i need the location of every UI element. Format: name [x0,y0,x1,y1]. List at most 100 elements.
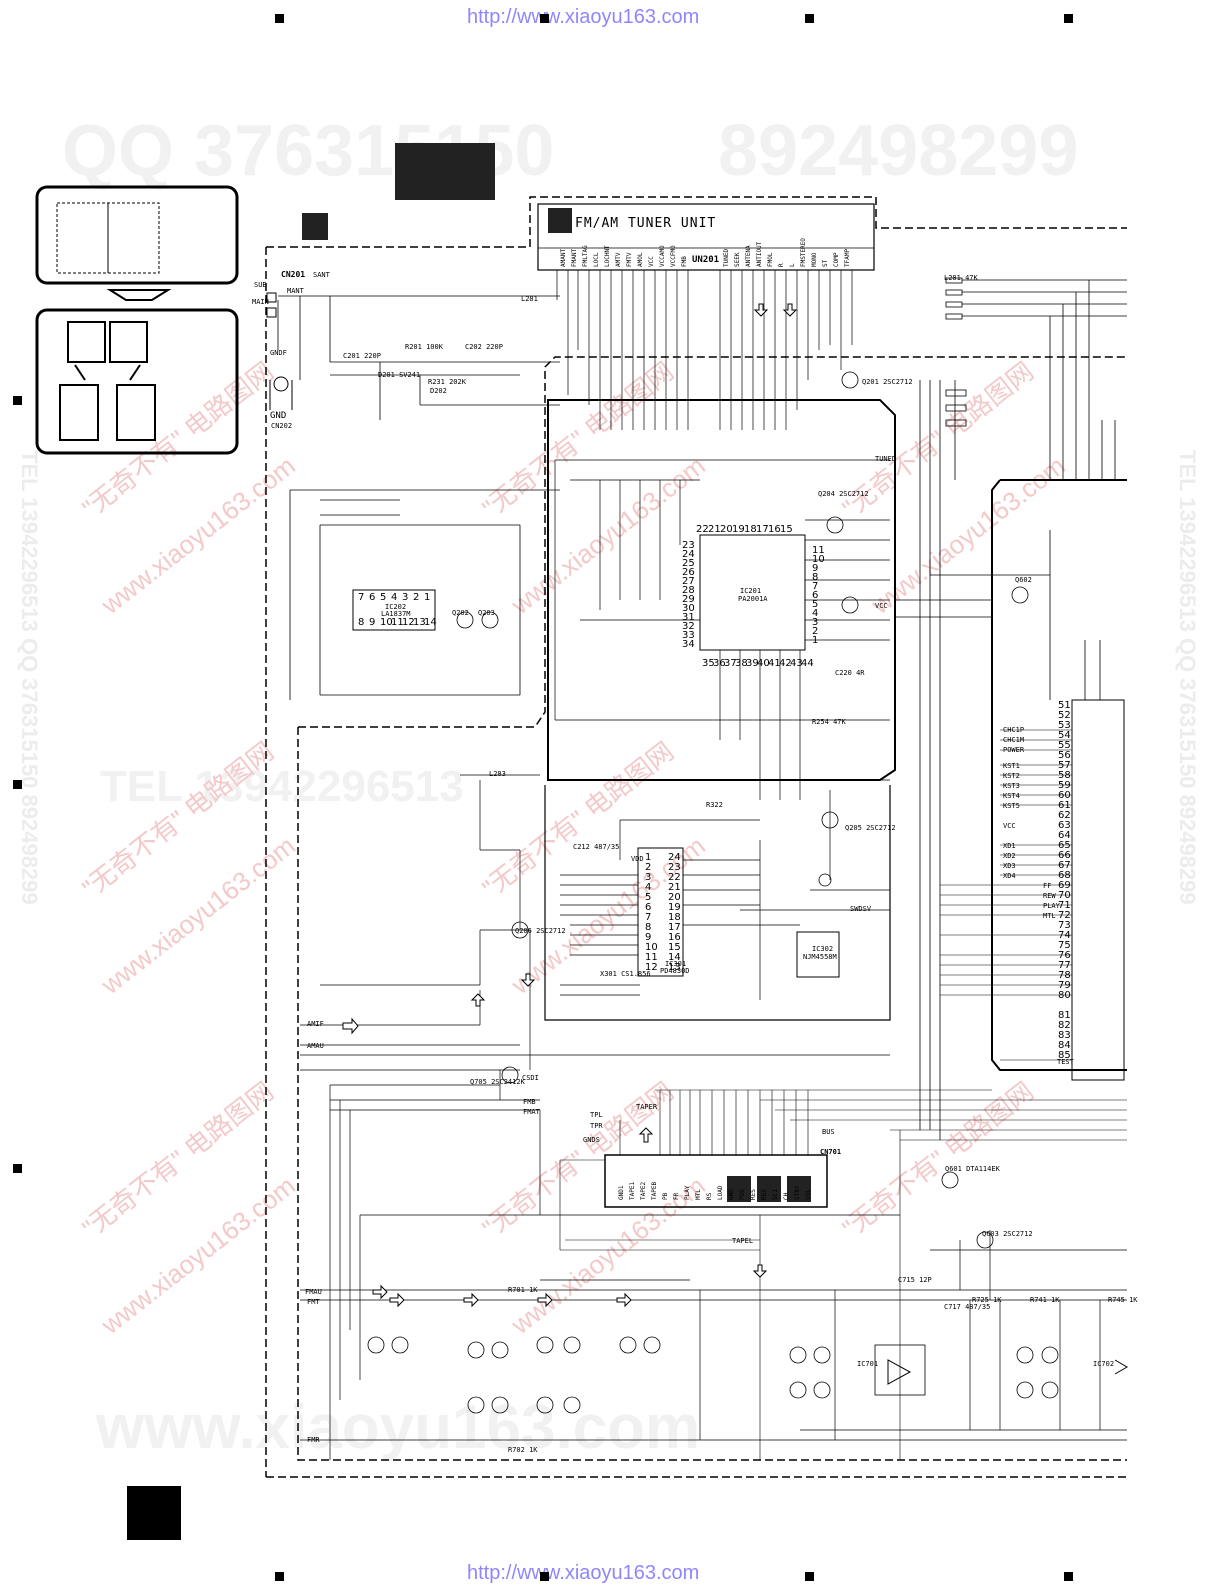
micro-pin: 64 [1058,830,1071,841]
signal-label: KST5 [1003,802,1020,810]
micro-pin: 82 [1058,1020,1071,1031]
ic301-pin: 4 [645,882,652,893]
connector-sub: SUB [254,281,267,289]
transistor-label: Q206 2SC2712 [515,927,566,935]
ic201-pin: 40 [757,658,770,669]
signal-label: FF [1043,882,1052,890]
ic201-pin: 41 [768,658,781,669]
redacted-block [548,208,572,233]
ic301-part: PD4830D [660,967,690,975]
ic201-pin: 34 [682,639,695,650]
part-label: D202 [430,387,447,395]
cn701-pin-label: SC1 [772,1189,779,1200]
signal-label: TEST [1057,1058,1074,1066]
cn701-pin-label: GND1 [618,1185,625,1200]
micro-pin: 58 [1058,770,1071,781]
ic201-pin: 24 [682,549,695,560]
tuner-unit-title: FM/AM TUNER UNIT [575,216,717,231]
cn701-pin-label: TAPEB [651,1181,658,1200]
micro-pin: 61 [1058,800,1071,811]
part-label: C220 4R [835,669,865,677]
ic201-pin: 1 [812,635,819,646]
top-url-watermark: http://www.xiaoyu163.com [467,6,700,28]
net-label: FMB [523,1098,536,1106]
bottom-url-watermark: http://www.xiaoyu163.com [467,1562,700,1584]
ic201-pin: 11 [812,545,825,556]
part-label: R701 1K [508,1286,538,1294]
registration-mark [1064,1572,1073,1581]
tuner-pin-label: FMB [681,256,688,267]
ic301-pin: 11 [645,952,658,963]
tuner-pin-label: R [778,263,785,267]
ic201-ref: IC201 [740,587,762,595]
ic201-pin: 10 [812,554,825,565]
micro-pin: 57 [1058,760,1071,771]
signal-label: PLAY [1043,902,1060,910]
tuner-pin-label: VCCFMO [670,245,677,267]
ic301-pin: 10 [645,942,658,953]
tuner-pin-label: SEEK [734,252,741,267]
redacted-block [757,1176,781,1202]
tuner-pin-label: COMP [833,252,840,267]
cn701-pin-label: RES [750,1189,757,1200]
ic202-pin: 14 [424,617,437,628]
ic201-pin: 44 [801,658,814,669]
part-label: R741 1K [1030,1296,1060,1304]
part-label: R322 [706,801,723,809]
connector-bus: BUS [822,1128,835,1136]
micro-pin: 74 [1058,930,1071,941]
ic201-pin: 38 [735,658,748,669]
tuner-pin-label: ANTENA [745,245,752,267]
ic301-pin: 9 [645,932,652,943]
transistor-label: Q705 2SC2412K [470,1078,525,1086]
micro-pin: 80 [1058,990,1071,1001]
part-label: C212 487/35 [573,843,620,851]
ic201-pin: 33 [682,630,695,641]
redacted-block [127,1486,181,1540]
signal-label: CHC1M [1003,736,1025,744]
part-label: C201 220P [343,352,381,360]
micro-pin: 78 [1058,970,1071,981]
signal-label: XD1 [1003,842,1016,850]
signal-label: CHC1P [1003,726,1025,734]
ic202-pin: 6 [369,592,376,603]
part-label: R201 100K [405,343,443,351]
ic301-pin: 21 [668,882,681,893]
ic201-pin: 22 [696,524,709,535]
ic201-pin: 21 [708,524,721,535]
cn701-pin-label: GND [728,1189,735,1200]
ic201-pin: 42 [779,658,792,669]
micro-pin: 51 [1058,700,1071,711]
micro-pin: 73 [1058,920,1071,931]
ic202-part: LA1837M [381,610,411,618]
ic201-pin: 29 [682,594,695,605]
ic702-ref: IC702 [1093,1360,1115,1368]
micro-pin: 72 [1058,910,1071,921]
ic202-pin: 8 [358,617,365,628]
net-label: GNDS [583,1136,600,1144]
ic301-pin: 24 [668,852,681,863]
tel-watermark: TEL 13942296513 [100,762,464,811]
net-label: TAPER [636,1103,658,1111]
cn701-pin-label: LOAD [717,1185,724,1200]
net-label: AMIF [307,1020,324,1028]
connector-cn701: CN701 [820,1148,842,1156]
micro-pin: 52 [1058,710,1071,721]
ic201-pin: 5 [812,599,819,610]
ic302-ref: IC302 [812,945,834,953]
micro-pin: 56 [1058,750,1071,761]
net-label: AMAU [307,1042,324,1050]
connector-cn201: CN201 [281,270,306,279]
cn701-pin-label: TAPE1 [629,1181,636,1200]
cn701-pin-label: CH [783,1192,790,1200]
micro-pin: 83 [1058,1030,1071,1041]
connector-mant: MANT [287,287,304,295]
cn701-pin-label: TAPE2 [640,1181,647,1200]
ic201-pin: 4 [812,608,819,619]
net-label: TUNED [875,455,897,463]
ic201-pin: 7 [812,581,819,592]
ic201-pin: 8 [812,572,819,583]
tuner-pin-label: LOCL [593,252,600,267]
part-label: C202 220P [465,343,503,351]
ic701-ref: IC701 [857,1360,879,1368]
